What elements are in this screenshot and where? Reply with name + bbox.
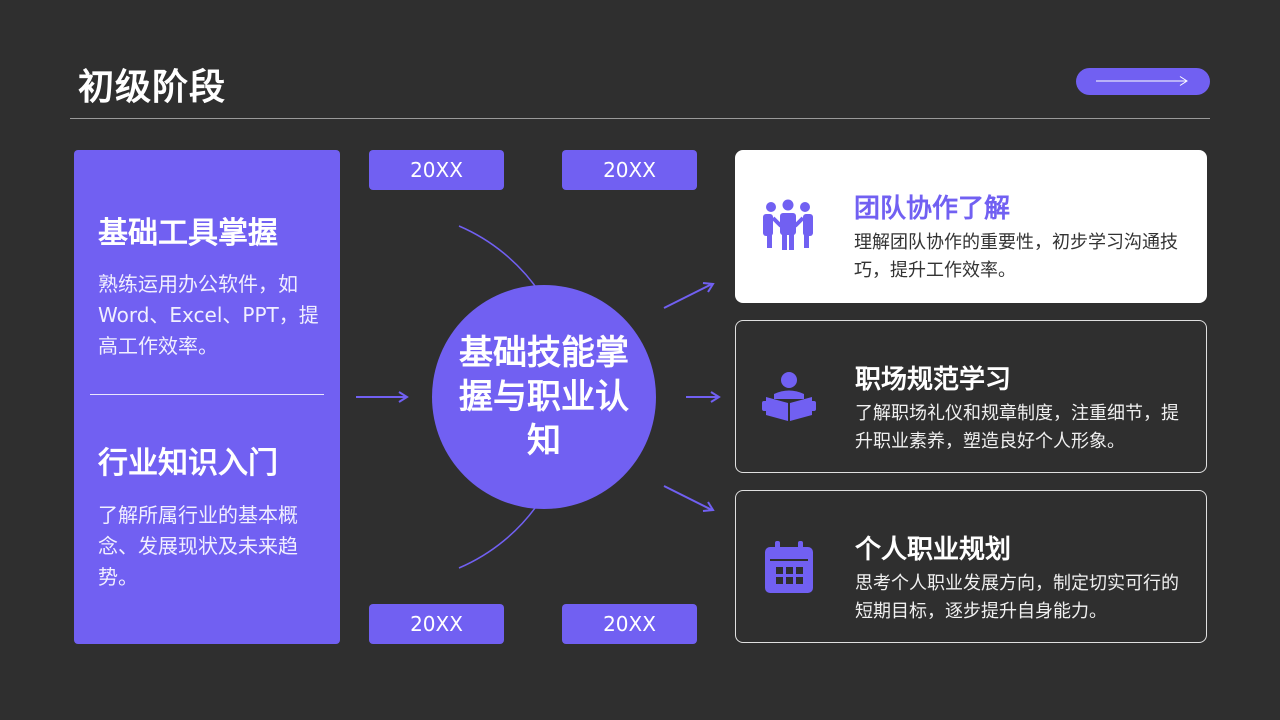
section-heading: 基础工具掌握 [98, 216, 278, 251]
year-tag: 20XX [562, 150, 697, 190]
card-desc: 理解团队协作的重要性，初步学习沟通技巧，提升工作效率。 [854, 232, 1178, 281]
card-workplace-norms: 职场规范学习 了解职场礼仪和规章制度，注重细节，提升职业素养，塑造良好个人形象。 [735, 320, 1207, 473]
reading-person-icon [762, 372, 816, 421]
center-text: 基础技能掌握与职业认知 [459, 333, 629, 461]
header-divider [70, 118, 1210, 119]
card-desc: 了解职场礼仪和规章制度，注重细节，提升职业素养，塑造良好个人形象。 [855, 403, 1179, 452]
section-text: 了解所属行业的基本概念、发展现状及未来趋势。 [98, 503, 298, 589]
section-heading: 行业知识入门 [98, 446, 278, 481]
calendar-icon [765, 541, 813, 593]
arrow-to-card-2 [686, 391, 721, 403]
panel-divider [90, 394, 324, 395]
arrow-to-card-1 [663, 282, 715, 309]
arrow-to-card-3 [663, 485, 715, 512]
input-arrow [356, 391, 409, 403]
card-desc: 思考个人职业发展方向，制定切实可行的短期目标，逐步提升自身能力。 [855, 573, 1179, 622]
arrow-right-icon [1096, 76, 1188, 86]
card-title: 团队协作了解 [854, 194, 1011, 224]
next-button[interactable] [1076, 68, 1210, 95]
card-title: 职场规范学习 [855, 365, 1012, 395]
card-team-collaboration: 团队协作了解 理解团队协作的重要性，初步学习沟通技巧，提升工作效率。 [735, 150, 1207, 303]
year-tag: 20XX [369, 604, 504, 644]
left-panel: 基础工具掌握 熟练运用办公软件，如Word、Excel、PPT，提高工作效率。 … [74, 150, 340, 644]
section-text: 熟练运用办公软件，如Word、Excel、PPT，提高工作效率。 [98, 272, 319, 358]
page-title: 初级阶段 [78, 67, 227, 108]
center-circle: 基础技能掌握与职业认知 [432, 285, 656, 509]
card-title: 个人职业规划 [855, 535, 1012, 565]
year-tag: 20XX [562, 604, 697, 644]
team-icon [763, 199, 813, 250]
card-career-planning: 个人职业规划 思考个人职业发展方向，制定切实可行的短期目标，逐步提升自身能力。 [735, 490, 1207, 643]
year-tag: 20XX [369, 150, 504, 190]
